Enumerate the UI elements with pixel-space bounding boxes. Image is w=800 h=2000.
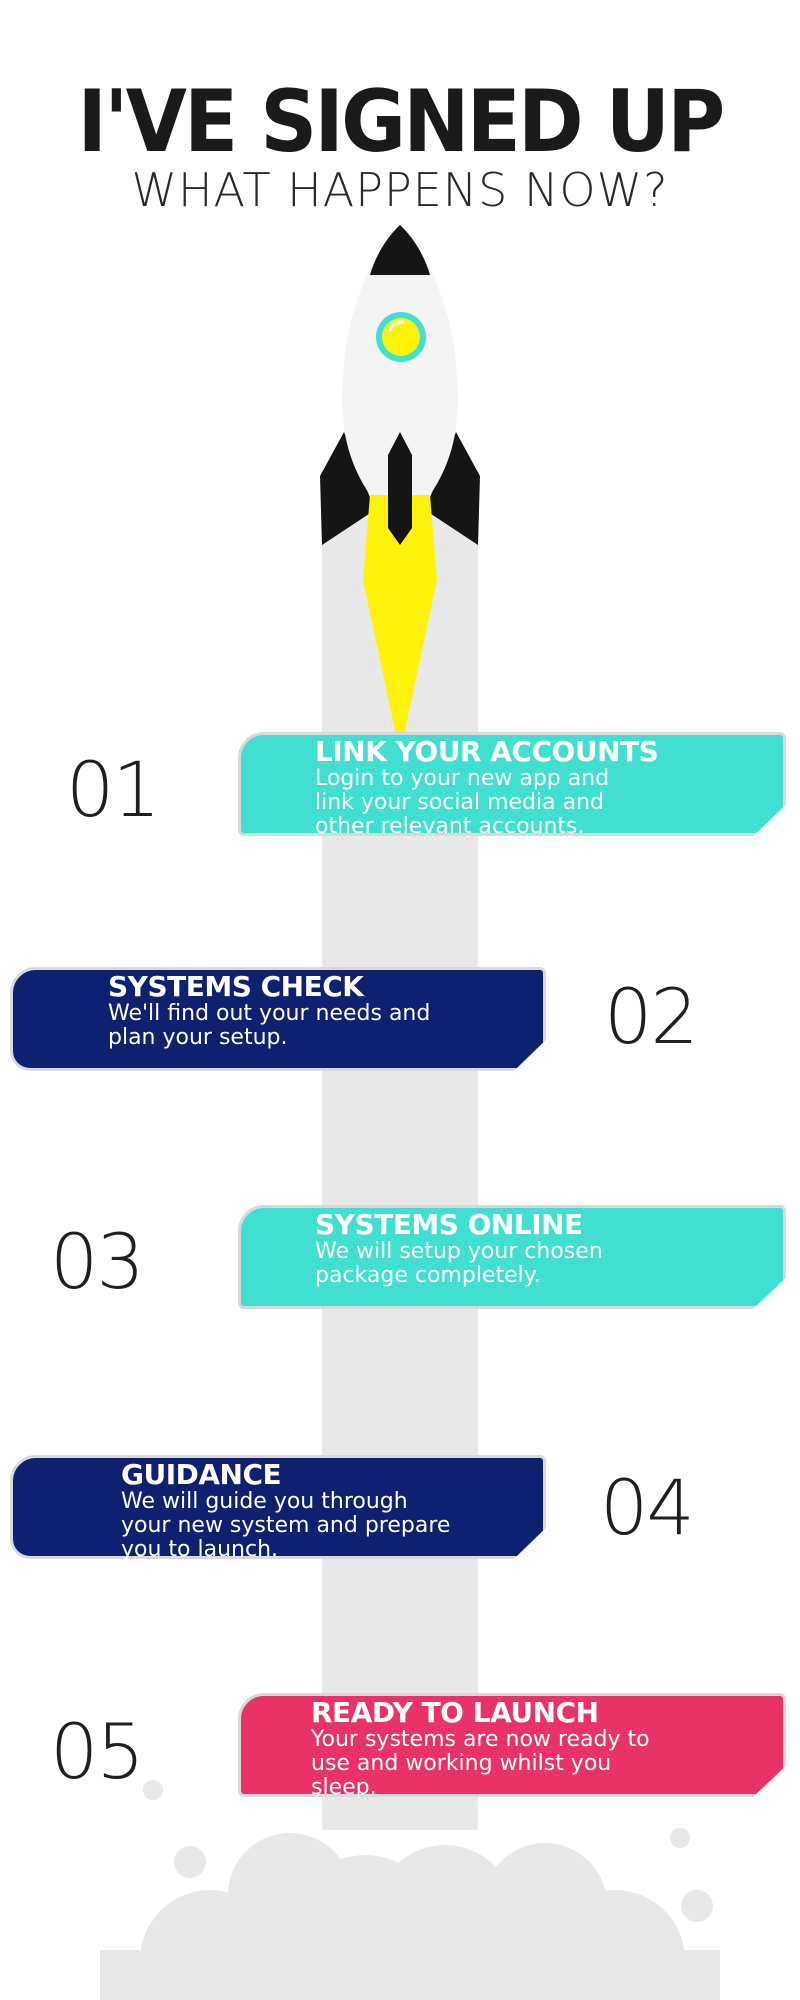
smoke-cloud-icon bbox=[100, 1780, 720, 2000]
step-card-05: READY TO LAUNCH Your systems are now rea… bbox=[238, 1693, 786, 1797]
step-description-02: We'll find out your needs and plan your … bbox=[108, 1001, 431, 1050]
step-title-05: READY TO LAUNCH bbox=[311, 1696, 599, 1729]
step-card-01: LINK YOUR ACCOUNTS Login to your new app… bbox=[238, 732, 786, 836]
step-title-04: GUIDANCE bbox=[121, 1458, 282, 1491]
rocket-fin-center bbox=[388, 432, 412, 545]
rocket-flame bbox=[363, 495, 437, 735]
step-title-02: SYSTEMS CHECK bbox=[108, 970, 364, 1003]
step-title-01: LINK YOUR ACCOUNTS bbox=[315, 735, 659, 768]
step-number-01: 01 bbox=[66, 745, 161, 834]
step-card-03: SYSTEMS ONLINE We will setup your chosen… bbox=[238, 1205, 786, 1309]
page-title: I'VE SIGNED UP bbox=[77, 72, 726, 172]
page-subtitle: WHAT HAPPENS NOW? bbox=[131, 163, 669, 217]
step-number-05: 05 bbox=[50, 1707, 145, 1796]
step-description-05: Your systems are now ready to use and wo… bbox=[311, 1727, 650, 1800]
rocket-nose-cone bbox=[370, 225, 430, 275]
step-description-03: We will setup your chosen package comple… bbox=[315, 1239, 603, 1288]
rocket-icon bbox=[320, 225, 480, 735]
step-card-02: SYSTEMS CHECK We'll find out your needs … bbox=[10, 967, 546, 1071]
step-number-04: 04 bbox=[600, 1463, 695, 1552]
step-number-03: 03 bbox=[50, 1217, 145, 1306]
rocket-fin-left bbox=[320, 432, 375, 545]
step-card-04: GUIDANCE We will guide you through your … bbox=[10, 1455, 546, 1559]
rocket-fin-right bbox=[425, 432, 480, 545]
step-description-04: We will guide you through your new syste… bbox=[121, 1489, 451, 1562]
step-title-03: SYSTEMS ONLINE bbox=[315, 1208, 583, 1241]
rocket-window bbox=[382, 318, 420, 356]
step-number-02: 02 bbox=[604, 972, 699, 1061]
step-description-01: Login to your new app and link your soci… bbox=[315, 766, 610, 839]
